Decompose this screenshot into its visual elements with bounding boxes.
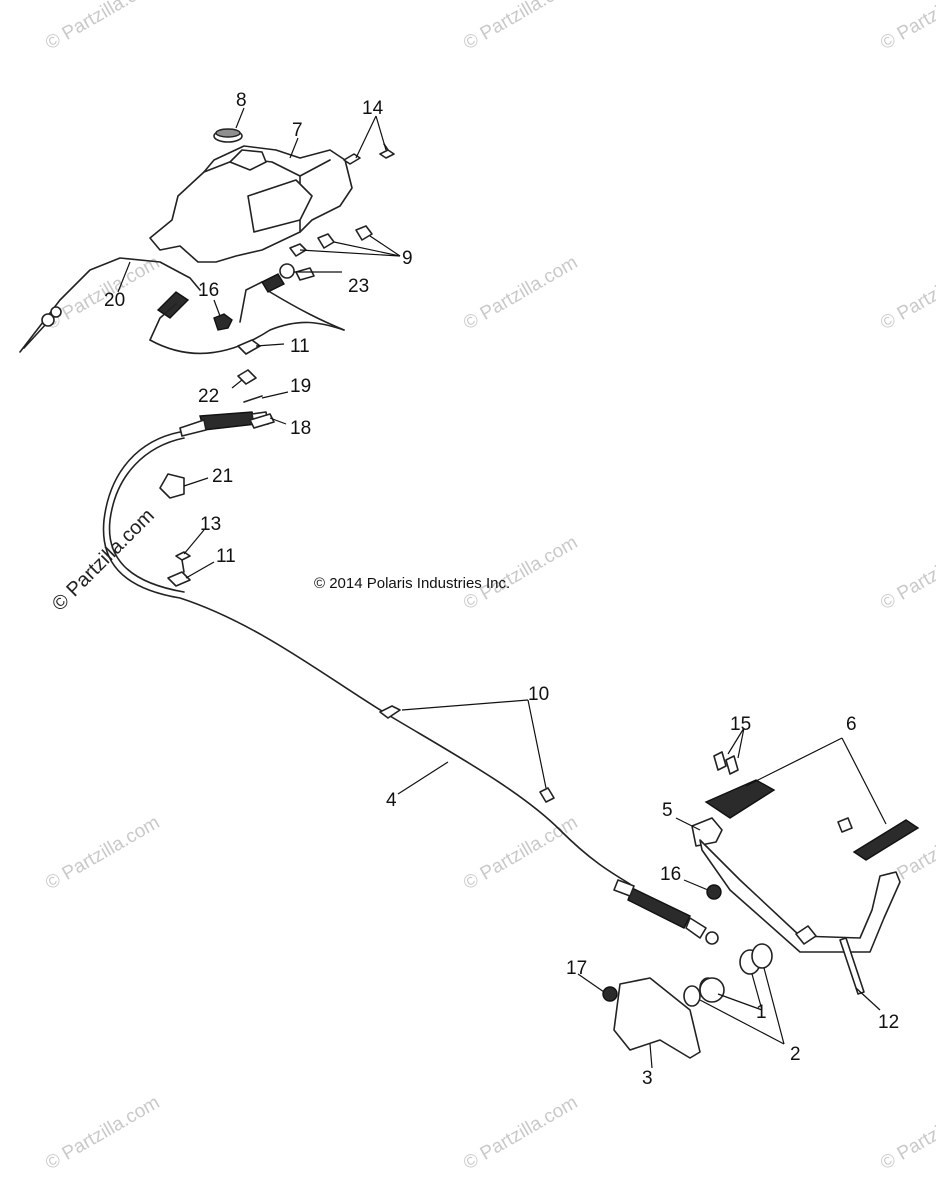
watermark-text: © Partzilla.com (877, 252, 936, 334)
watermark-text: © Partzilla.com (460, 0, 581, 54)
spring-clip (237, 369, 257, 385)
flange-nut (602, 986, 618, 1002)
callout-1: 1 (756, 1002, 767, 1023)
pivot-bracket (613, 977, 701, 1059)
callout-13: 13 (200, 514, 221, 535)
leader-lines (117, 107, 887, 1069)
callout-21: 21 (212, 466, 233, 487)
callout-8: 8 (236, 90, 247, 111)
pivot-bolt (839, 937, 865, 995)
callout-23: 23 (348, 276, 369, 297)
lock-nut (706, 884, 722, 900)
cable-clips (379, 705, 555, 803)
callout-18: 18 (290, 418, 311, 439)
callout-22: 22 (198, 386, 219, 407)
watermark-text: © Partzilla.com (460, 812, 581, 894)
cable-bracket (159, 473, 185, 499)
callout-16: 16 (660, 864, 681, 885)
brake-pedal-assembly (691, 817, 901, 953)
bushings-and-seals (683, 943, 773, 1007)
callout-15: 15 (730, 714, 751, 735)
watermark-text: © Partzilla.com (877, 532, 936, 614)
dust-cap (213, 128, 243, 143)
screw-pair (343, 143, 395, 165)
lock-nut (213, 313, 233, 331)
watermark-text: © Partzilla.com (460, 1092, 581, 1174)
console-housing (149, 145, 353, 263)
watermark-text: © Partzilla.com (460, 252, 581, 334)
callout-labels: 8 7 14 9 23 20 16 11 22 19 18 21 13 11 1… (104, 90, 899, 1089)
watermark-text: © Partzilla.com (877, 1092, 936, 1174)
cable-clamp (167, 571, 191, 587)
watermark-text: © Partzilla.com (877, 0, 936, 54)
callout-5: 5 (662, 800, 673, 821)
watermark-text: © Partzilla.com (42, 1092, 163, 1174)
watermark-text: © Partzilla.com (42, 812, 163, 894)
cotter-pin (243, 395, 263, 403)
watermark-text: © Partzilla.com (42, 0, 163, 54)
pedal-pads (704, 779, 920, 861)
callout-19: 19 (290, 376, 311, 397)
retaining-clips (289, 225, 373, 257)
copyright-notice: © 2014 Polaris Industries Inc. (314, 575, 510, 592)
callout-12: 12 (878, 1012, 899, 1033)
callout-20: 20 (104, 290, 125, 311)
watermark-text: © Partzilla.com (460, 532, 581, 614)
pad-screws (713, 751, 739, 775)
callout-11: 11 (216, 546, 236, 567)
callout-7: 7 (292, 120, 303, 141)
cable-clamp (237, 339, 261, 355)
callout-4: 4 (386, 790, 397, 811)
washer (279, 263, 295, 279)
throttle-cable (19, 257, 345, 355)
callout-14: 14 (362, 98, 384, 119)
callout-17: 17 (566, 958, 587, 979)
brake-cable (102, 411, 719, 945)
callout-6: 6 (846, 714, 857, 735)
callout-11: 11 (290, 336, 310, 357)
clevis (249, 413, 275, 429)
callout-10: 10 (528, 684, 549, 705)
callout-9: 9 (402, 248, 413, 269)
callout-2: 2 (790, 1044, 801, 1065)
callout-3: 3 (642, 1068, 653, 1089)
callout-16: 16 (198, 280, 219, 301)
bolt (175, 551, 191, 573)
